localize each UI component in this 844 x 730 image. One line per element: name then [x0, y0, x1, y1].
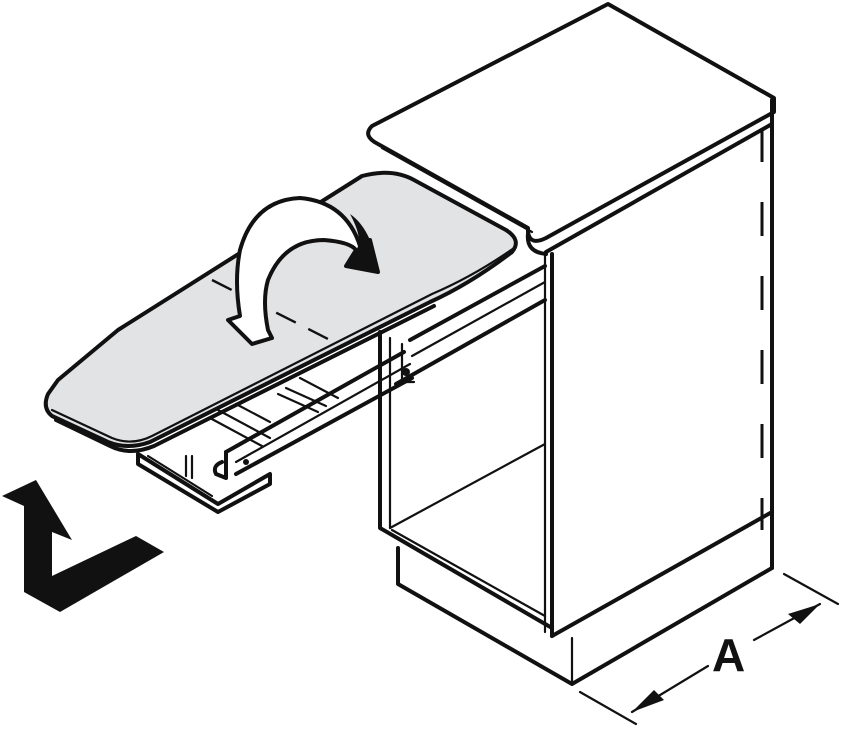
dimension-a: [578, 572, 840, 726]
dimension-label: A: [712, 629, 746, 681]
cabinet: [366, 2, 776, 686]
pull-out-direction-arrow-icon: [2, 480, 164, 612]
dimension-arrow-icon: [788, 604, 820, 624]
rotate-fold-arrow-icon: [226, 196, 380, 346]
fold-line: [211, 278, 331, 342]
ironing-board: [43, 170, 518, 453]
dimension-arrow-icon: [632, 690, 664, 712]
board-under-frame: [136, 336, 382, 514]
